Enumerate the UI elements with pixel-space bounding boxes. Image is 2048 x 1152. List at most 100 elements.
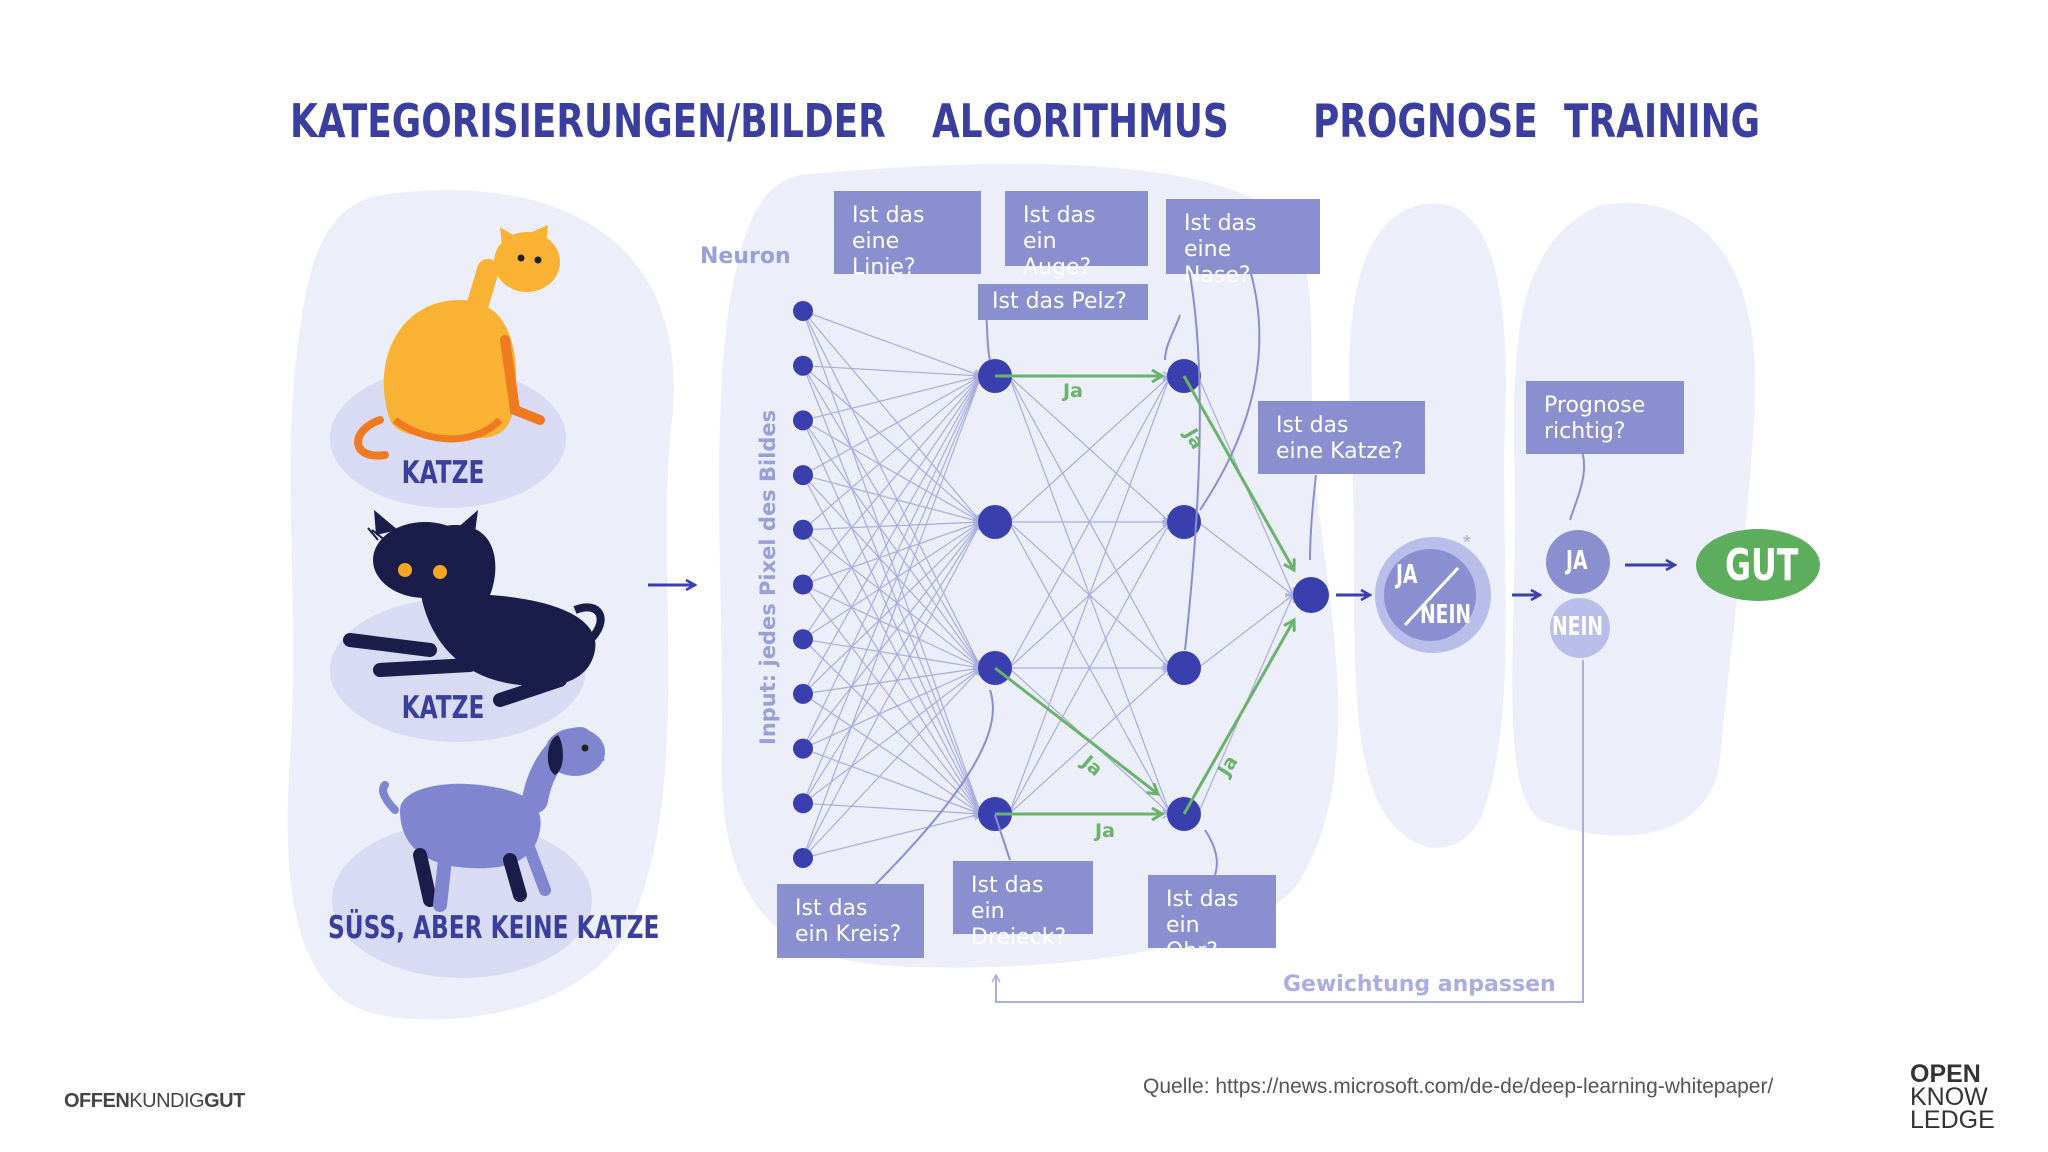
question-ohr: Ist das ein Ohr? bbox=[1148, 875, 1276, 964]
animal-label-cat2: KATZE bbox=[401, 690, 485, 726]
heading-prognosis: PROGNOSE bbox=[1313, 94, 1538, 148]
brand-left-part2: KUNDIG bbox=[129, 1090, 205, 1112]
network-edge bbox=[802, 802, 983, 819]
network-edge bbox=[1008, 374, 1172, 523]
network-edge bbox=[802, 474, 983, 670]
network-edge bbox=[802, 310, 983, 670]
network-edge bbox=[802, 420, 982, 670]
question-dreieck: Ist das ein Dreieck? bbox=[953, 861, 1093, 950]
network-edge bbox=[802, 666, 983, 859]
input-neuron bbox=[793, 738, 813, 759]
training-no-text: NEIN bbox=[1552, 612, 1604, 642]
network-edge bbox=[802, 520, 982, 749]
prognosis-no-text: NEIN bbox=[1420, 600, 1472, 630]
network-edge bbox=[802, 474, 983, 816]
network-edge bbox=[802, 375, 983, 531]
network-edge bbox=[1008, 374, 1171, 669]
brand-left-part1: OFFEN bbox=[64, 1090, 130, 1112]
network-edge bbox=[802, 519, 983, 586]
yes-label-1: Ja bbox=[1063, 380, 1083, 402]
prognosis-blob bbox=[1349, 203, 1506, 848]
input-neuron bbox=[793, 629, 813, 650]
brand-right-line2: KNOW bbox=[1910, 1083, 1988, 1111]
network-edge bbox=[802, 638, 983, 672]
input-neuron bbox=[793, 793, 813, 814]
heading-algorithm: ALGORITHMUS bbox=[932, 94, 1229, 148]
network-edge bbox=[802, 419, 983, 523]
hidden-neuron-layer2 bbox=[1167, 651, 1201, 685]
question-auge: Ist das ein Auge? bbox=[1005, 191, 1148, 280]
input-neuron bbox=[793, 848, 813, 868]
network-edge bbox=[1008, 374, 1173, 815]
network-edge bbox=[802, 373, 983, 421]
brand-offenkundiggut: OFFENKUNDIGGUT bbox=[64, 1090, 245, 1113]
network-edge bbox=[802, 365, 982, 670]
network-edge bbox=[802, 310, 982, 524]
input-neuron bbox=[793, 355, 813, 376]
brand-right-line1: OPEN bbox=[1910, 1060, 1981, 1088]
input-neuron bbox=[793, 683, 813, 704]
output-neuron bbox=[1293, 577, 1329, 613]
input-neuron bbox=[793, 301, 813, 321]
hidden-neuron-layer2 bbox=[1167, 505, 1201, 539]
network-edge bbox=[802, 638, 983, 816]
heading-training: TRAINING bbox=[1564, 94, 1761, 148]
network-edge bbox=[802, 529, 982, 816]
feedback-label: Gewichtung anpassen bbox=[1283, 972, 1556, 997]
network-edge bbox=[802, 520, 983, 859]
training-yes-text: JA bbox=[1566, 546, 1588, 576]
network-edge bbox=[802, 474, 983, 525]
gut-text: GUT bbox=[1725, 540, 1799, 591]
training-blob bbox=[1512, 203, 1756, 836]
question-nase: Ist das eine Nase? bbox=[1166, 199, 1320, 288]
brand-right-line3: LEDGE bbox=[1910, 1106, 1995, 1134]
brand-left-part3: GUT bbox=[204, 1090, 245, 1112]
prognosis-yes-text: JA bbox=[1396, 560, 1418, 590]
animal-label-dog: SÜSS, ABER KEINE KATZE bbox=[328, 910, 660, 946]
gut-badge bbox=[1696, 529, 1820, 601]
network-edge bbox=[802, 310, 983, 379]
network-edge bbox=[802, 664, 983, 695]
network-edge bbox=[802, 374, 982, 640]
network-edge bbox=[1197, 594, 1295, 669]
network-edge bbox=[802, 374, 984, 859]
input-neuron bbox=[793, 465, 813, 486]
network-edge bbox=[802, 584, 982, 816]
neuron-label: Neuron bbox=[700, 244, 791, 269]
source-citation: Quelle: https://news.microsoft.com/de-de… bbox=[1143, 1075, 1774, 1098]
network-edge bbox=[802, 374, 983, 749]
heading-categories: KATEGORISIERUNGEN/BILDER bbox=[290, 94, 886, 148]
input-neuron bbox=[793, 574, 813, 595]
input-neuron bbox=[793, 410, 813, 431]
hidden-neuron-layer1 bbox=[978, 505, 1012, 539]
network-edge bbox=[802, 365, 983, 523]
feedback-loop bbox=[991, 660, 1584, 1003]
network-edges bbox=[802, 310, 1295, 859]
question-prognose-richtig: Prognose richtig? bbox=[1526, 381, 1684, 454]
brand-open-knowledge: OPEN KNOW LEDGE bbox=[1910, 1060, 2010, 1134]
input-label: Input: jedes Pixel des Bildes bbox=[756, 409, 780, 745]
network-edge bbox=[802, 374, 983, 804]
dog-shadow bbox=[332, 822, 592, 978]
network-edge bbox=[802, 375, 983, 476]
network-edge bbox=[802, 517, 983, 531]
network-edge bbox=[802, 374, 982, 695]
network-edge bbox=[802, 693, 983, 815]
input-neuron bbox=[793, 519, 813, 540]
network-edge bbox=[802, 667, 983, 804]
network-edge bbox=[802, 748, 983, 817]
prognosis-asterisk: * bbox=[1463, 532, 1471, 554]
network-edge bbox=[1197, 521, 1295, 596]
network-edge bbox=[802, 520, 983, 695]
network-edge bbox=[802, 374, 982, 585]
orange-cat-illustration bbox=[354, 225, 560, 460]
network-edge bbox=[802, 666, 983, 750]
training-yes-badge bbox=[1546, 530, 1610, 594]
yes-path bbox=[994, 376, 1294, 814]
question-linie: Ist das eine Linie? bbox=[834, 191, 981, 280]
network-edge bbox=[802, 529, 983, 669]
network-edge bbox=[802, 365, 983, 381]
network-edge bbox=[802, 520, 982, 804]
question-katze: Ist das eine Katze? bbox=[1258, 401, 1425, 474]
